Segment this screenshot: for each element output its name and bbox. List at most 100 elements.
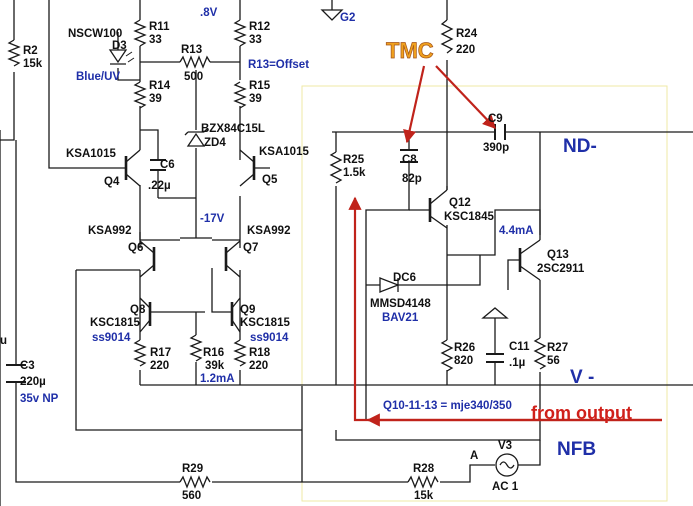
label-r13-note: R13=Offset: [248, 59, 309, 71]
label-vminus-rail: V -: [570, 367, 594, 388]
resistor-r12: [233, 19, 247, 47]
resistor-r28: [407, 475, 439, 489]
label-c8-val: 82p: [402, 173, 422, 185]
label-q4: Q4: [104, 176, 120, 188]
resistor-r18: [233, 339, 247, 367]
label-nfb: NFB: [557, 439, 596, 460]
label-r16: R16: [203, 347, 224, 359]
label-c11: C11: [509, 341, 530, 353]
resistor-r25: [329, 151, 343, 184]
label-r25-val: 1.5k: [343, 167, 366, 179]
label-c9: C9: [488, 113, 503, 125]
label-c6-val: .22µ: [148, 180, 171, 192]
label-q6-part: KSA992: [88, 225, 131, 237]
label-c8: C8: [402, 154, 417, 166]
highlight-box: [301, 85, 668, 502]
label-i44: 4.4mA: [499, 225, 534, 237]
label-q8-alt: ss9014: [92, 332, 131, 344]
label-r26-val: 820: [454, 355, 473, 367]
transistor-q13: [518, 239, 541, 281]
label-q9-alt: ss9014: [250, 332, 289, 344]
label-r28-val: 15k: [414, 490, 434, 502]
label-c9-val: 390p: [483, 142, 509, 154]
label-r16-val: 39k: [205, 360, 225, 372]
label-r15: R15: [249, 80, 271, 92]
resistor-r29: [179, 475, 211, 489]
label-r13: R13: [181, 44, 202, 56]
label-q9-part: KSC1815: [240, 317, 290, 329]
label-from-output: from output: [531, 403, 632, 423]
feedback-arrows: [348, 196, 662, 427]
label-r24: R24: [456, 28, 478, 40]
label-c3-val: 220µ: [20, 376, 46, 388]
label-r12: R12: [249, 21, 270, 33]
label-q13: Q13: [547, 249, 569, 261]
label-r25: R25: [343, 154, 365, 166]
capacitor-c8: [400, 149, 418, 163]
label-c3: C3: [20, 360, 35, 372]
label-d3: D3: [112, 40, 127, 52]
label-r14: R14: [149, 80, 171, 92]
label-i12: 1.2mA: [200, 373, 235, 385]
label-r14-val: 39: [149, 93, 162, 105]
capacitors: [6, 124, 506, 383]
transistors: [110, 149, 541, 333]
resistor-r11: [133, 19, 147, 47]
label-r15-val: 39: [249, 93, 262, 105]
transistor-q9: [230, 297, 241, 333]
label-q9: Q9: [240, 304, 255, 316]
capacitor-c6: [150, 159, 166, 171]
label-c11-val: .1µ: [509, 357, 525, 369]
label-r27: R27: [547, 342, 568, 354]
resistor-r15: [233, 81, 247, 109]
label-v17: -17V: [200, 213, 225, 225]
diodes: [108, 49, 400, 293]
label-r24-val: 220: [456, 44, 475, 56]
resistors: [7, 19, 547, 489]
capacitor-c11: [486, 353, 504, 363]
label-c6: C6: [160, 159, 175, 171]
transistor-q7: [224, 240, 241, 278]
label-q8: Q8: [130, 304, 146, 316]
label-q6: Q6: [128, 242, 143, 254]
label-q8-part: KSC1815: [90, 317, 140, 329]
label-zener-part: BZX84C15L: [201, 123, 265, 135]
resistor-r2: [7, 39, 21, 67]
capacitor-c3: [6, 364, 26, 383]
transistor-q5: [239, 149, 270, 187]
diode-d3: [108, 49, 135, 65]
ground-c11: [481, 307, 509, 319]
label-r12-val: 33: [249, 34, 262, 46]
resistor-r16: [189, 334, 203, 362]
resistor-r24: [440, 19, 454, 54]
label-q12-part: KSC1845: [444, 211, 494, 223]
label-r29-val: 560: [182, 490, 201, 502]
label-r13-val: 500: [184, 71, 203, 83]
label-tmc: TMC: [386, 38, 434, 63]
label-r17: R17: [150, 347, 171, 359]
resistor-r26: [440, 339, 454, 372]
label-r27-val: 56: [547, 355, 560, 367]
label-q7: Q7: [243, 242, 258, 254]
label-r11: R11: [149, 21, 170, 33]
label-v3-val: AC 1: [492, 481, 519, 493]
label-g2: G2: [340, 12, 355, 24]
label-dc6-part: MMSD4148: [370, 298, 431, 310]
label-r11-val: 33: [149, 34, 162, 46]
label-r28: R28: [413, 463, 435, 475]
label-q7-part: KSA992: [247, 225, 290, 237]
label-r17-val: 220: [150, 360, 169, 372]
label-d3-part: NSCW100: [68, 28, 122, 40]
label-r2-val: 15k: [23, 58, 43, 70]
label-nd-rail: ND-: [563, 136, 597, 157]
ground-g2: [320, 9, 344, 21]
label-r18-val: 220: [249, 360, 268, 372]
label-r18: R18: [249, 347, 271, 359]
label-r2: R2: [23, 45, 38, 57]
label-q5: Q5: [262, 174, 278, 186]
label-v3: V3: [498, 440, 512, 452]
label-q12: Q12: [449, 197, 471, 209]
zener-zd4: [184, 128, 208, 147]
